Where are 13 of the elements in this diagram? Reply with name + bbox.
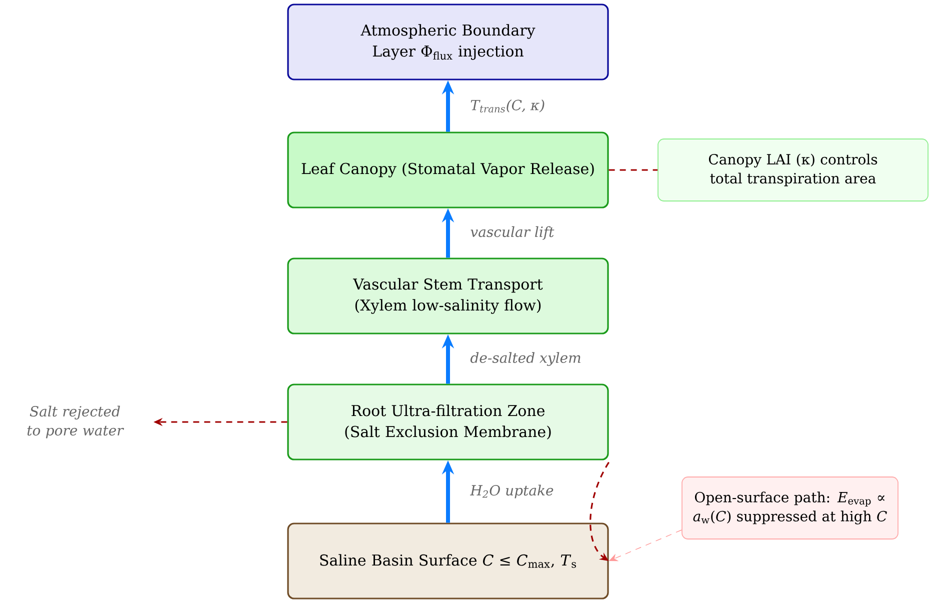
edge-label: T$_{trans}$(C, κ) <box>469 98 546 114</box>
process-box: Leaf Canopy (Stomatal Vapor Release) <box>287 132 609 208</box>
process-box: Saline Basin Surface C ≤ C$_{max}$, T$_{s}$ <box>287 522 609 600</box>
note-box: Canopy LAI (κ) controls total transpiration area <box>658 138 928 202</box>
process-box: Atmospheric Boundary Layer Φ$_{flux}$ injection <box>287 4 609 80</box>
process-box: Vascular Stem Transport (Xylem low-salinity flow) <box>287 258 609 334</box>
edge-label: vascular lift <box>469 225 556 241</box>
arrow <box>590 462 610 561</box>
edge-label: de-salted xylem <box>469 351 582 367</box>
process-box: Root Ultra-filtration Zone (Salt Exclusion Membrane) <box>287 384 609 460</box>
edge-label: H$_{2}$O uptake <box>469 484 555 500</box>
note-box: Open-surface path: E$_{evap}$ ∝ a$_{w}$(C) suppressed at high C <box>682 476 898 540</box>
annotation-text: Salt rejected to pore water <box>27 406 124 438</box>
